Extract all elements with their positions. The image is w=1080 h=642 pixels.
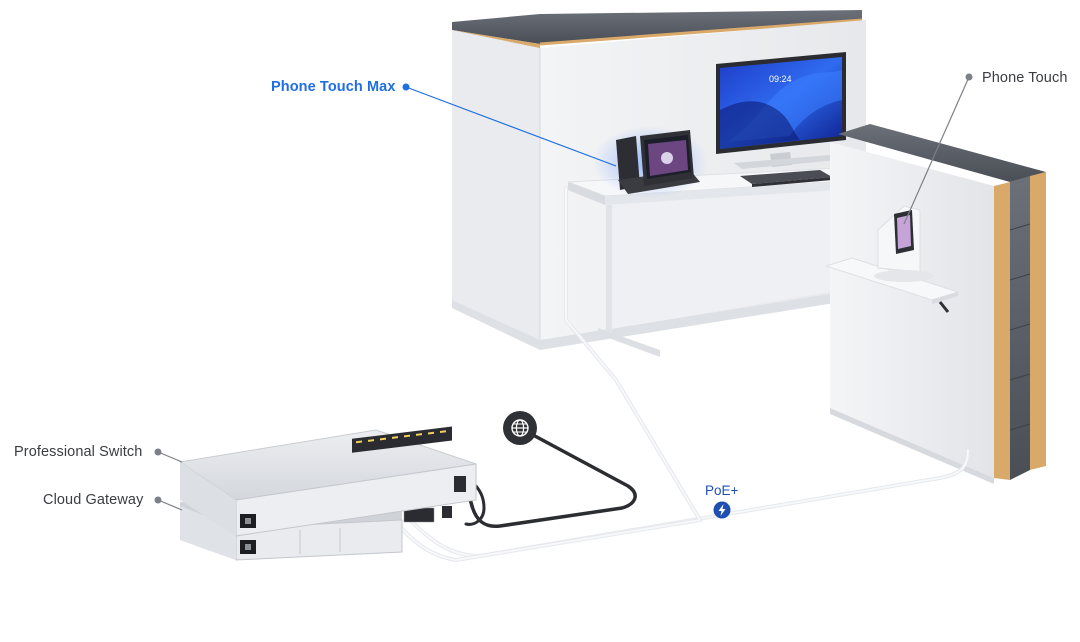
professional-switch-label: Professional Switch bbox=[14, 444, 143, 460]
monitor: 09:24 bbox=[716, 52, 846, 187]
rack-stack bbox=[178, 426, 477, 561]
professional-switch-dot bbox=[154, 448, 162, 456]
globe-icon bbox=[503, 411, 537, 445]
phone-touch-dot bbox=[965, 73, 973, 81]
callouts bbox=[154, 73, 973, 511]
poe-label: PoE+ bbox=[705, 483, 739, 498]
phone-touch-max-dot bbox=[402, 83, 410, 91]
cloud-gateway-label: Cloud Gateway bbox=[43, 492, 144, 508]
phone-touch-device bbox=[874, 205, 934, 282]
phone-touch-label: Phone Touch bbox=[982, 70, 1068, 86]
side-wall bbox=[824, 124, 1046, 484]
bolt-icon bbox=[713, 501, 731, 519]
cloud-gateway-dot bbox=[154, 496, 162, 504]
phone-touch-max-label: Phone Touch Max bbox=[271, 79, 396, 95]
monitor-clock: 09:24 bbox=[769, 74, 792, 84]
professional-switch-device bbox=[178, 426, 477, 537]
cables bbox=[393, 186, 970, 562]
desk bbox=[567, 167, 864, 357]
phone-touch-max-device bbox=[592, 126, 708, 198]
